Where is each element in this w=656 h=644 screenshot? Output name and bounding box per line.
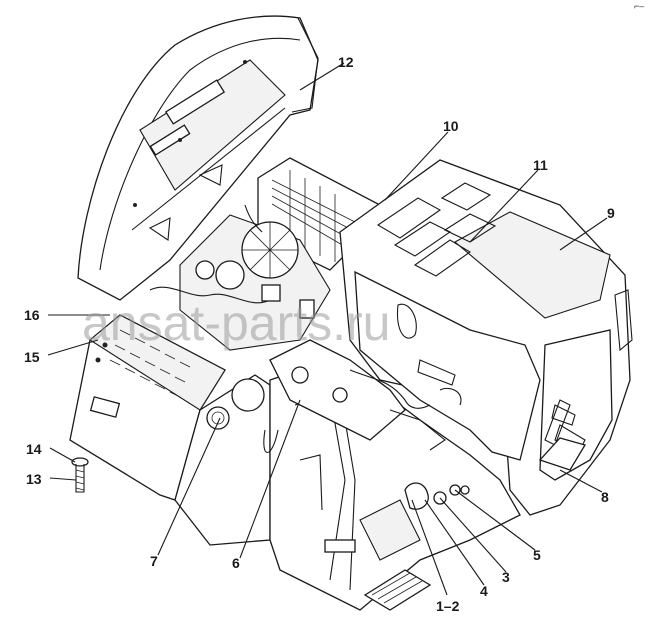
corner-mark: ⌐– bbox=[634, 1, 644, 11]
callout-labels: 1–2 3 4 5 6 7 8 9 10 11 12 13 14 15 16 bbox=[24, 54, 615, 614]
callout-8: 8 bbox=[601, 489, 609, 505]
callout-4: 4 bbox=[480, 583, 488, 599]
control-console bbox=[269, 339, 446, 451]
callout-15: 15 bbox=[24, 349, 40, 365]
callout-9: 9 bbox=[607, 205, 615, 221]
main-frame bbox=[263, 359, 521, 611]
callout-7: 7 bbox=[150, 553, 158, 569]
callout-11: 11 bbox=[533, 157, 548, 173]
callout-13: 13 bbox=[26, 471, 42, 487]
callout-10: 10 bbox=[443, 118, 459, 134]
steps-and-pedals bbox=[363, 437, 586, 611]
callout-1-2: 1–2 bbox=[436, 598, 460, 614]
callout-3: 3 bbox=[502, 569, 510, 585]
engine-hood-panel bbox=[77, 15, 319, 301]
callout-6: 6 bbox=[232, 555, 240, 571]
callout-5: 5 bbox=[533, 547, 541, 563]
battery-box-cover bbox=[69, 314, 226, 501]
callout-16: 16 bbox=[24, 307, 40, 323]
engine-assembly bbox=[149, 204, 331, 351]
bolt-and-washer bbox=[71, 457, 89, 493]
leader-lines bbox=[47, 62, 608, 596]
callout-12: 12 bbox=[338, 54, 354, 70]
watermark-text: ansat-parts.ru bbox=[82, 295, 390, 351]
callout-14: 14 bbox=[26, 441, 42, 457]
